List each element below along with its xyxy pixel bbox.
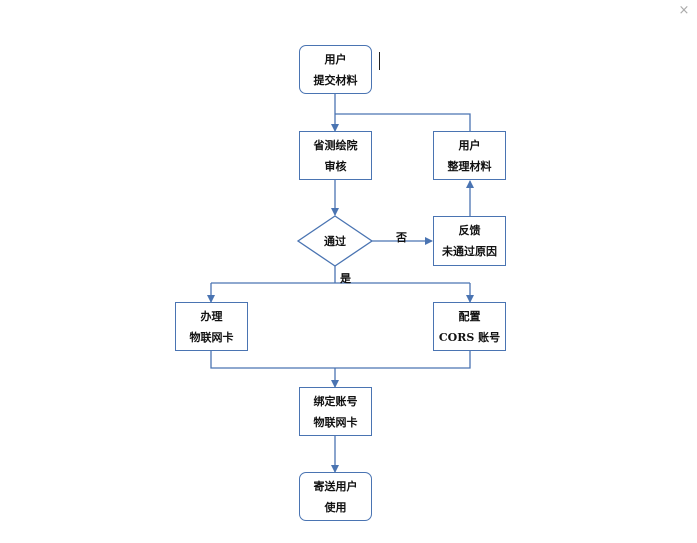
- node-user-organize: 用户 整理材料: [433, 131, 506, 180]
- node-user-submit-line1: 用户: [324, 52, 347, 66]
- node-feedback-line1: 反馈: [458, 224, 481, 237]
- node-config-cors-line1: 配置: [458, 309, 481, 323]
- node-user-submit: 用户 提交材料: [299, 45, 372, 94]
- close-icon[interactable]: ×: [678, 3, 690, 18]
- node-feedback: 反馈 未通过原因: [433, 216, 506, 266]
- edge-label-no: 否: [396, 231, 407, 244]
- text-cursor: [379, 52, 380, 70]
- node-mail-line1: 寄送用户: [313, 479, 358, 493]
- edge-label-yes: 是: [340, 272, 351, 285]
- node-handle-iot-line2: 物联网卡: [189, 330, 234, 344]
- node-handle-iot: 办理 物联网卡: [175, 302, 248, 351]
- decision-diamond: [296, 215, 374, 267]
- node-bind-line1: 绑定账号: [313, 394, 358, 408]
- edge-merge: [210, 351, 471, 369]
- node-handle-iot-line1: 办理: [200, 309, 223, 323]
- node-review-line2: 审核: [324, 159, 347, 173]
- node-config-cors: 配置 CORS 账号: [433, 302, 506, 351]
- node-review: 省测绘院 审核: [299, 131, 372, 180]
- node-user-organize-line2: 整理材料: [447, 159, 492, 173]
- node-user-organize-line1: 用户: [458, 138, 481, 152]
- node-mail-line2: 使用: [324, 500, 347, 514]
- node-review-line1: 省测绘院: [313, 138, 358, 152]
- edge-organize-return: [335, 113, 471, 131]
- node-feedback-line2: 未通过原因: [442, 245, 497, 258]
- node-config-cors-line2: CORS 账号: [438, 330, 501, 344]
- node-user-submit-line2: 提交材料: [313, 73, 358, 87]
- node-bind-line2: 物联网卡: [313, 415, 358, 429]
- node-bind: 绑定账号 物联网卡: [299, 387, 372, 436]
- node-mail: 寄送用户 使用: [299, 472, 372, 521]
- decision-pass-label: 通过: [324, 235, 346, 248]
